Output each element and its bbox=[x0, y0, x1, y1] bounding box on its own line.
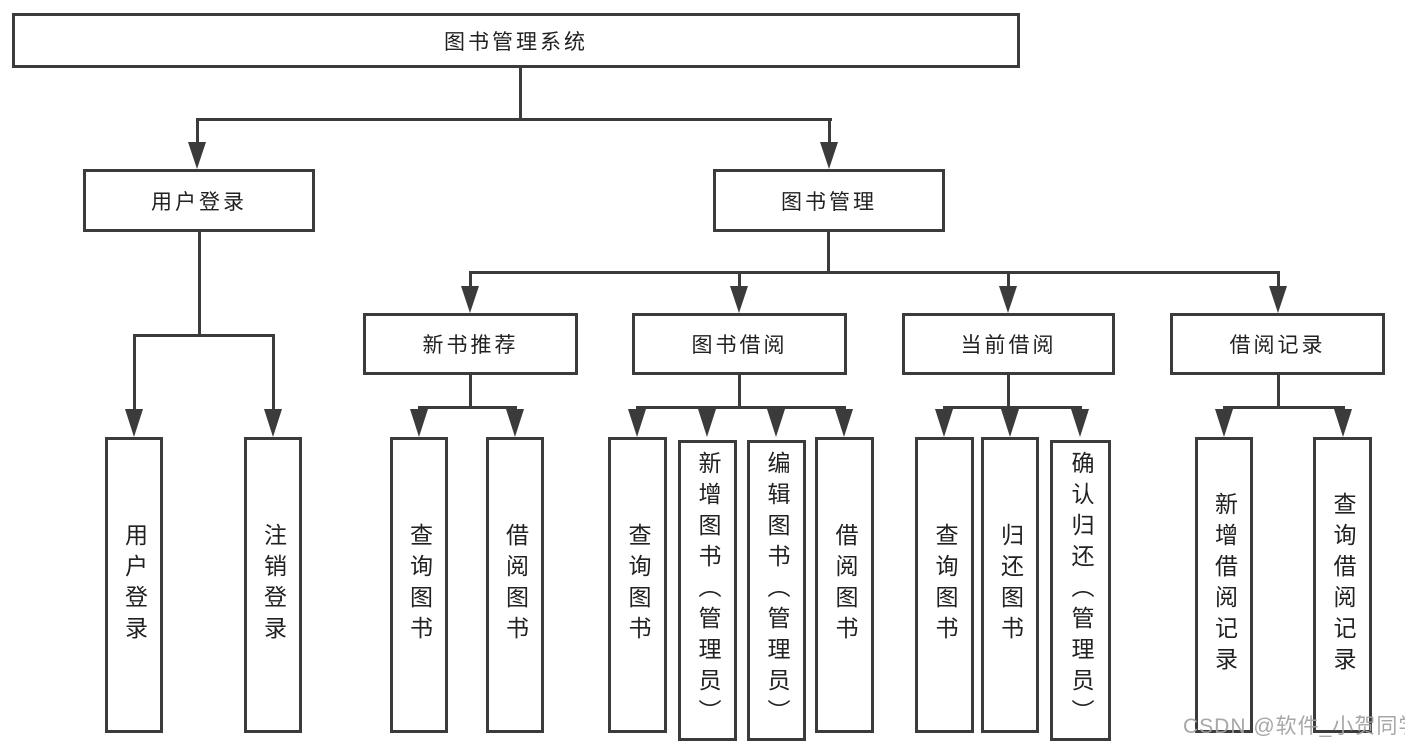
leaf-logout: 注销登录 bbox=[244, 437, 302, 733]
arrowhead-down-icon bbox=[125, 409, 143, 437]
arrowhead-down-icon bbox=[264, 409, 282, 437]
connector-line bbox=[198, 232, 201, 336]
arrowhead-down-icon bbox=[1071, 409, 1089, 437]
arrowhead-down-icon bbox=[730, 286, 748, 313]
connector-line bbox=[1007, 271, 1010, 289]
connector-line bbox=[828, 118, 831, 145]
connector-line bbox=[738, 271, 741, 289]
connector-line bbox=[1277, 271, 1280, 289]
arrowhead-down-icon bbox=[820, 142, 838, 169]
connector-line bbox=[636, 406, 846, 409]
connector-line bbox=[519, 68, 522, 120]
connector-line bbox=[133, 334, 274, 337]
leaf-query-books-current: 查询图书 bbox=[915, 437, 974, 733]
arrowhead-down-icon bbox=[1001, 409, 1019, 437]
connector-line bbox=[738, 375, 741, 408]
leaf-query-borrow-record: 查询借阅记录 bbox=[1313, 437, 1372, 733]
arrowhead-down-icon bbox=[1269, 286, 1287, 313]
node-current-borrowing: 当前借阅 bbox=[902, 313, 1115, 375]
leaf-add-books-admin: 新增图书（管理员） bbox=[678, 440, 737, 741]
arrowhead-down-icon bbox=[1334, 409, 1352, 437]
arrowhead-down-icon bbox=[698, 409, 716, 437]
leaf-user-login: 用户登录 bbox=[105, 437, 163, 733]
leaf-query-books-recommend: 查询图书 bbox=[390, 437, 448, 733]
connector-line bbox=[469, 375, 472, 408]
connector-line bbox=[196, 118, 832, 121]
node-book-management-system: 图书管理系统 bbox=[12, 13, 1020, 68]
connector-line bbox=[196, 118, 199, 145]
arrowhead-down-icon bbox=[999, 286, 1017, 313]
connector-line bbox=[469, 271, 472, 289]
connector-line bbox=[1223, 406, 1345, 409]
connector-line bbox=[1277, 375, 1280, 408]
arrowhead-down-icon bbox=[1215, 409, 1233, 437]
connector-line bbox=[133, 334, 136, 410]
connector-line bbox=[272, 334, 275, 410]
leaf-borrow-books-borrowing: 借阅图书 bbox=[815, 437, 874, 733]
arrowhead-down-icon bbox=[506, 409, 524, 437]
node-new-book-recommend: 新书推荐 bbox=[363, 313, 578, 375]
leaf-edit-books-admin: 编辑图书（管理员） bbox=[747, 440, 806, 741]
arrowhead-down-icon bbox=[410, 409, 428, 437]
arrowhead-down-icon bbox=[461, 286, 479, 313]
arrowhead-down-icon bbox=[767, 409, 785, 437]
connector-line bbox=[418, 406, 517, 409]
connector-line bbox=[827, 232, 830, 273]
leaf-query-books-borrowing: 查询图书 bbox=[608, 437, 667, 733]
arrowhead-down-icon bbox=[188, 142, 206, 169]
arrowhead-down-icon bbox=[628, 409, 646, 437]
watermark-csdn: CSDN @软件_小贺同学 bbox=[1183, 715, 1405, 738]
leaf-add-borrow-record: 新增借阅记录 bbox=[1195, 437, 1253, 733]
leaf-borrow-books-recommend: 借阅图书 bbox=[486, 437, 544, 733]
leaf-return-books: 归还图书 bbox=[981, 437, 1039, 733]
arrowhead-down-icon bbox=[935, 409, 953, 437]
connector-line bbox=[1007, 375, 1010, 408]
node-user-login: 用户登录 bbox=[83, 169, 315, 232]
leaf-confirm-return-admin: 确认归还（管理员） bbox=[1050, 440, 1111, 741]
node-book-borrowing: 图书借阅 bbox=[632, 313, 847, 375]
connector-line bbox=[943, 406, 1082, 409]
connector-line bbox=[469, 271, 1279, 274]
node-borrowing-records: 借阅记录 bbox=[1170, 313, 1385, 375]
node-book-management: 图书管理 bbox=[713, 169, 945, 232]
arrowhead-down-icon bbox=[835, 409, 853, 437]
